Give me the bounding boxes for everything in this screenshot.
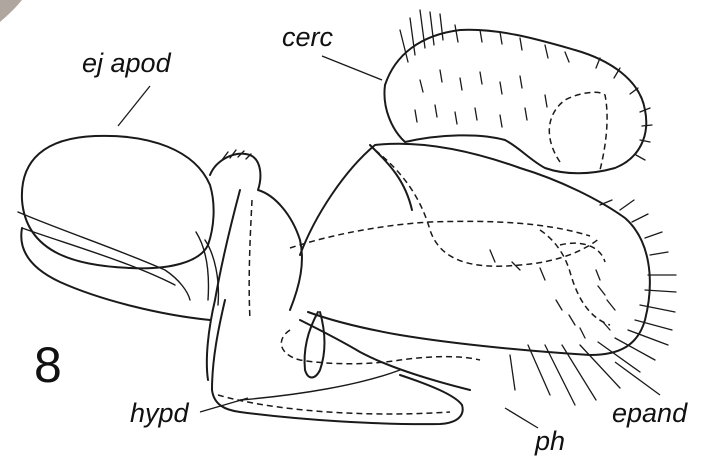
phallus [281,275,676,405]
corner-shading [0,0,22,22]
label-epand: epand [612,400,687,427]
ejaculatory-apodeme [18,136,218,320]
label-hypd: hypd [130,400,189,427]
leader-epand [615,362,660,395]
label-ph: ph [535,428,565,455]
leader-hypd [200,398,248,412]
label-cerc: cerc [282,24,333,51]
figure-number: 8 [34,340,62,390]
leader-ph [505,408,538,428]
label-ej-apod: ej apod [82,50,171,77]
leader-cerc [322,56,382,80]
leader-ej-apod [118,86,150,126]
epandrium [290,144,650,355]
